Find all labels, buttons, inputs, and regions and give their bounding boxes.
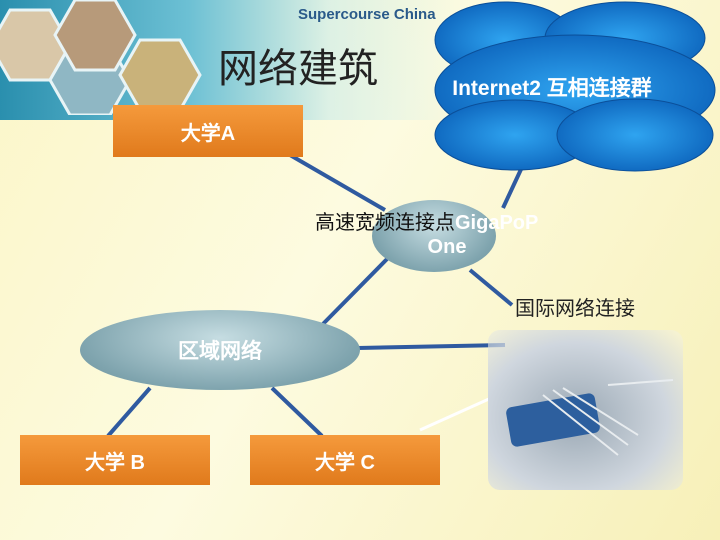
header-photo-hexagons <box>0 0 202 115</box>
regional-network-label: 区域网络 <box>178 340 262 363</box>
page-title: 网络建筑 <box>218 46 378 92</box>
instruments-image <box>506 379 674 456</box>
surgical-instruments-photo <box>488 330 683 490</box>
gigapop-label: 高速宽频连接点GigaPoP <box>315 206 538 235</box>
university-a-box[interactable]: 大学A <box>113 105 303 157</box>
brand-text: Supercourse China <box>298 6 436 23</box>
regional-network-node[interactable]: 区域网络 <box>80 310 360 390</box>
line-regional-univ-c <box>270 386 324 438</box>
university-b-box[interactable]: 大学 B <box>20 435 210 485</box>
university-c-box[interactable]: 大学 C <box>250 435 440 485</box>
gigapop-prefix: 高速宽频连接点 <box>315 210 455 234</box>
internet2-cloud <box>434 1 716 172</box>
university-b-label: 大学 B <box>85 451 145 474</box>
line-photo-univ-c <box>419 392 501 432</box>
gigapop-line2: One <box>427 236 467 258</box>
line-gigapop-regional <box>320 256 390 327</box>
cloud-label: Internet2 互相连接群 <box>452 77 652 100</box>
line-regional-photo <box>357 343 506 350</box>
line-univ-a-gigapop <box>288 153 387 212</box>
university-c-label: 大学 C <box>315 451 375 474</box>
international-label: 国际网络连接 <box>515 296 635 320</box>
gigapop-name: GigaPoP <box>455 212 539 234</box>
gigapop-node[interactable] <box>372 200 496 272</box>
line-gigapop-international <box>468 268 514 307</box>
university-a-label: 大学A <box>180 122 236 145</box>
line-regional-univ-b <box>106 386 152 438</box>
